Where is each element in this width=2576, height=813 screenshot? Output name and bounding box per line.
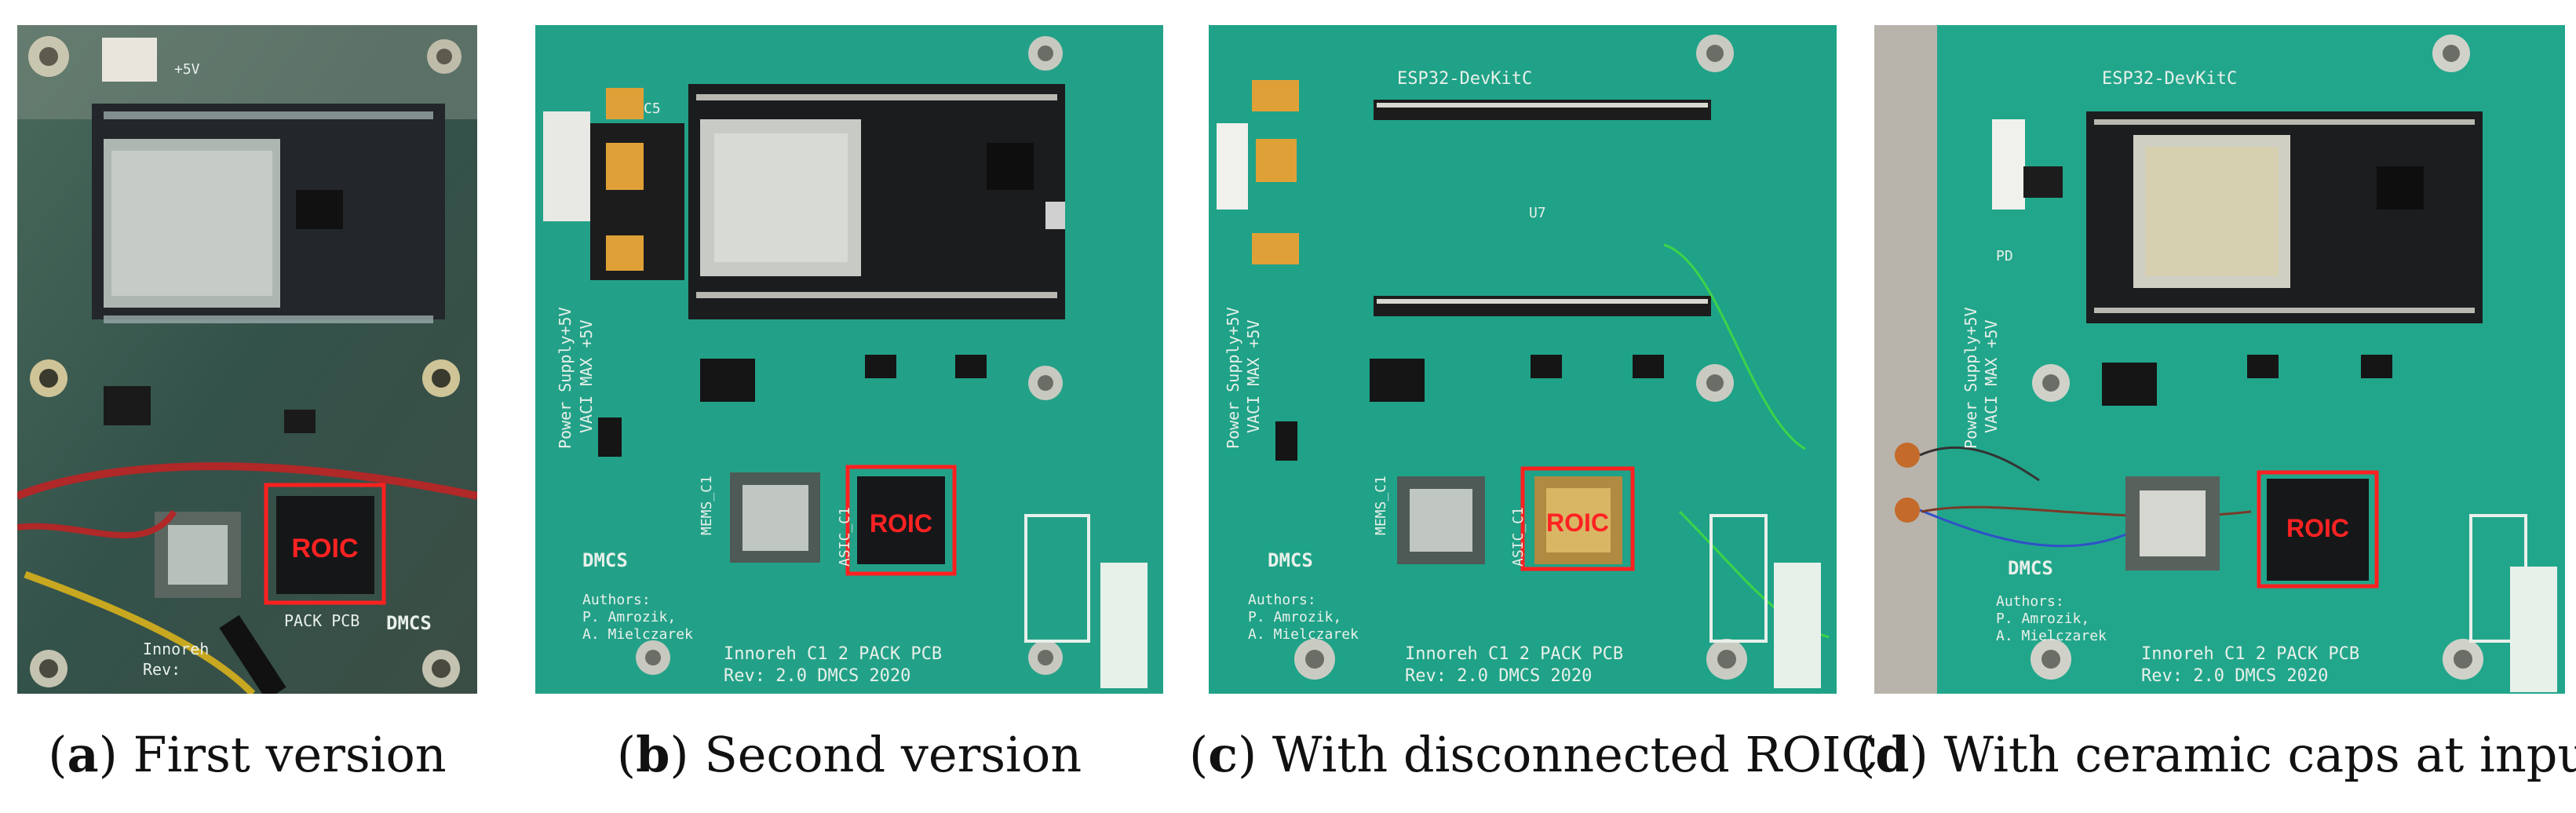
caption-text: First version <box>133 726 447 783</box>
caption-text: Second version <box>704 726 1082 783</box>
photo-panel-d: PD ESP32-DevKitC ROIC Power Supply+5V VA <box>1874 25 2565 694</box>
svg-text:Rev: 2.0 DMCS 2020: Rev: 2.0 DMCS 2020 <box>1405 666 1592 686</box>
caption-letter: c <box>1208 726 1238 783</box>
svg-text:C5: C5 <box>644 100 661 117</box>
pcb-photo-disconnected-roic: ESP32-DevKitC U7 ROIC MEMS_C1 ASIC_C1 Po… <box>1209 25 1837 694</box>
svg-text:Power Supply+5V: Power Supply+5V <box>1961 307 1980 449</box>
dmcs-logo: DMCS <box>2008 557 2053 579</box>
svg-text:U7: U7 <box>1529 205 1546 221</box>
svg-text:A. Mielczarek: A. Mielczarek <box>1996 628 2107 644</box>
svg-text:VACI MAX +5V: VACI MAX +5V <box>1244 320 1263 434</box>
pcb-photo-first-version: +5V ROIC DMCS PACK PCB Innoreh Rev: <box>17 25 477 694</box>
photo-panel-a: +5V ROIC DMCS PACK PCB Innoreh Rev: <box>17 25 477 694</box>
caption-b: (b) Second version <box>616 726 1082 783</box>
roic-highlight-box <box>1520 466 1635 571</box>
caption-a: (a) First version <box>48 726 447 783</box>
svg-text:ASIC_C1: ASIC_C1 <box>1510 507 1527 567</box>
roic-label: ROIC <box>870 509 932 538</box>
svg-text:+5V: +5V <box>174 61 200 78</box>
svg-text:VACI MAX +5V: VACI MAX +5V <box>1982 320 2001 434</box>
svg-text:ESP32-DevKitC: ESP32-DevKitC <box>1397 69 1532 89</box>
roic-highlight-box <box>264 483 386 605</box>
svg-text:Rev:: Rev: <box>143 660 181 679</box>
svg-text:Innoreh: Innoreh <box>143 640 209 658</box>
roic-highlight-box <box>845 465 957 576</box>
pcb-photo-second-version: C5 ROIC MEMS_C1 ASIC_C1 Power Supply+5V … <box>535 25 1163 694</box>
dmcs-logo: DMCS <box>1268 549 1313 571</box>
svg-text:Power Supply+5V: Power Supply+5V <box>556 307 575 449</box>
svg-text:MEMS_C1: MEMS_C1 <box>699 476 715 535</box>
svg-text:Authors:: Authors: <box>582 592 651 608</box>
pcb-photo-ceramic-caps: PD ESP32-DevKitC ROIC Power Supply+5V VA <box>1874 25 2565 694</box>
svg-text:P. Amrozik,: P. Amrozik, <box>1248 609 1341 625</box>
caption-text: With ceramic caps at input <box>1943 726 2576 783</box>
svg-text:PD: PD <box>1996 248 2013 264</box>
roic-label: ROIC <box>2286 514 2349 542</box>
caption-c: (c) With disconnected ROIC <box>1189 726 1878 783</box>
dmcs-logo: DMCS <box>582 549 628 571</box>
caption-letter: d <box>1875 726 1910 783</box>
roic-label: ROIC <box>1546 509 1609 537</box>
dmcs-logo: DMCS <box>386 612 432 634</box>
roic-highlight-box <box>2257 470 2379 589</box>
caption-letter: a <box>67 726 99 783</box>
svg-text:A. Mielczarek: A. Mielczarek <box>582 626 693 643</box>
caption-letter: b <box>636 726 670 783</box>
svg-text:PACK PCB: PACK PCB <box>284 611 359 630</box>
caption-d: (d) With ceramic caps at input <box>1856 726 2576 789</box>
svg-text:P. Amrozik,: P. Amrozik, <box>582 609 676 625</box>
svg-text:Authors:: Authors: <box>1996 593 2064 610</box>
photo-panel-c: ESP32-DevKitC U7 ROIC MEMS_C1 ASIC_C1 Po… <box>1209 25 1837 694</box>
photo-panel-b: C5 ROIC MEMS_C1 ASIC_C1 Power Supply+5V … <box>535 25 1163 694</box>
svg-text:MEMS_C1: MEMS_C1 <box>1373 476 1389 535</box>
svg-text:A. Mielczarek: A. Mielczarek <box>1248 626 1359 643</box>
svg-text:Authors:: Authors: <box>1248 592 1316 608</box>
svg-text:Innoreh C1 2 PACK PCB: Innoreh C1 2 PACK PCB <box>1405 644 1623 664</box>
svg-text:VACI MAX +5V: VACI MAX +5V <box>577 320 596 434</box>
svg-text:Power Supply+5V: Power Supply+5V <box>1224 307 1242 449</box>
caption-text: With disconnected ROIC <box>1272 726 1878 783</box>
svg-text:P. Amrozik,: P. Amrozik, <box>1996 611 2089 627</box>
svg-text:Innoreh C1 2 PACK PCB: Innoreh C1 2 PACK PCB <box>2141 644 2359 664</box>
svg-text:Rev: 2.0 DMCS 2020: Rev: 2.0 DMCS 2020 <box>2141 666 2328 686</box>
svg-text:Rev: 2.0 DMCS 2020: Rev: 2.0 DMCS 2020 <box>724 666 910 686</box>
svg-text:ASIC_C1: ASIC_C1 <box>837 507 853 567</box>
svg-text:ESP32-DevKitC: ESP32-DevKitC <box>2102 69 2237 89</box>
roic-label: ROIC <box>292 534 359 563</box>
svg-text:Innoreh C1 2 PACK PCB: Innoreh C1 2 PACK PCB <box>724 644 942 664</box>
